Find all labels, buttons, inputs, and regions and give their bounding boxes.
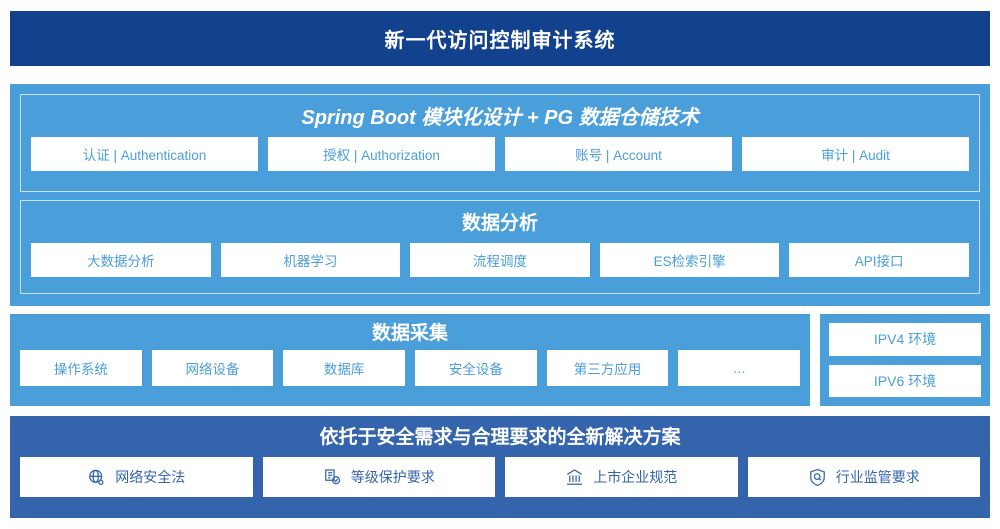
analysis-module-machine-learning[interactable]: 机器学习 [220, 243, 401, 277]
solution-item-industry-regulation[interactable]: 行业监管要求 [747, 457, 980, 497]
platform-heading: Spring Boot 模块化设计 + PG 数据仓储技术 [301, 107, 699, 129]
solution-item-classified-protection[interactable]: 等级保护要求 [262, 457, 495, 497]
solution-item-label: 上市企业规范 [593, 469, 678, 485]
analysis-module-row: 大数据分析 机器学习 流程调度 ES检索引擎 API接口 [31, 243, 969, 277]
analysis-heading: 数据分析 [461, 213, 538, 234]
solution-item-label: 网络安全法 [115, 469, 186, 485]
globe-icon [87, 468, 106, 487]
platform-module-authorization[interactable]: 授权 | Authorization [268, 137, 495, 171]
document-check-icon [323, 468, 342, 487]
collection-source-security-device[interactable]: 安全设备 [415, 350, 537, 386]
analysis-module-api[interactable]: API接口 [789, 243, 969, 277]
environment-ipv4[interactable]: IPV4 环境 [829, 323, 981, 356]
collection-source-os[interactable]: 操作系统 [20, 350, 142, 386]
environment-panel: IPV4 环境 IPV6 环境 [820, 314, 990, 406]
architecture-panel: Spring Boot 模块化设计 + PG 数据仓储技术 认证 | Authe… [10, 84, 990, 306]
collection-source-row: 操作系统 网络设备 数据库 安全设备 第三方应用 … [20, 350, 801, 386]
solution-item-label: 等级保护要求 [350, 469, 435, 485]
solution-item-cybersecurity-law[interactable]: 网络安全法 [20, 457, 253, 497]
page-title: 新一代访问控制审计系统 [384, 30, 616, 52]
bank-icon [565, 468, 584, 487]
collection-source-network-device[interactable]: 网络设备 [151, 350, 274, 386]
platform-module-account[interactable]: 账号 | Account [505, 137, 732, 171]
page-title-bar: 新一代访问控制审计系统 [10, 11, 990, 66]
collection-panel: 数据采集 操作系统 网络设备 数据库 安全设备 第三方应用 … [10, 314, 810, 406]
analysis-module-es-search[interactable]: ES检索引擎 [599, 243, 780, 277]
platform-module-audit[interactable]: 审计 | Audit [742, 137, 969, 171]
analysis-module-bigdata[interactable]: 大数据分析 [31, 243, 211, 277]
shield-search-icon [808, 468, 827, 487]
platform-module-authentication[interactable]: 认证 | Authentication [31, 137, 258, 171]
analysis-section: 数据分析 大数据分析 机器学习 流程调度 ES检索引擎 API接口 [20, 200, 980, 294]
collection-source-third-party-app[interactable]: 第三方应用 [546, 350, 669, 386]
collection-row: 数据采集 操作系统 网络设备 数据库 安全设备 第三方应用 … IPV4 环境 … [10, 314, 990, 406]
solution-item-listed-enterprise-standard[interactable]: 上市企业规范 [505, 457, 738, 497]
platform-section: Spring Boot 模块化设计 + PG 数据仓储技术 认证 | Authe… [20, 94, 980, 192]
solution-item-row: 网络安全法 等级保护要求 [20, 457, 980, 497]
solution-heading: 依托于安全需求与合理要求的全新解决方案 [319, 427, 681, 448]
collection-source-more[interactable]: … [678, 350, 801, 386]
solution-panel: 依托于安全需求与合理要求的全新解决方案 网络安全法 [10, 416, 990, 518]
analysis-module-process-scheduling[interactable]: 流程调度 [410, 243, 590, 277]
collection-source-database[interactable]: 数据库 [283, 350, 406, 386]
solution-item-label: 行业监管要求 [835, 469, 920, 485]
environment-ipv6[interactable]: IPV6 环境 [829, 364, 981, 397]
collection-heading: 数据采集 [371, 323, 448, 344]
platform-module-row: 认证 | Authentication 授权 | Authorization 账… [31, 137, 969, 171]
